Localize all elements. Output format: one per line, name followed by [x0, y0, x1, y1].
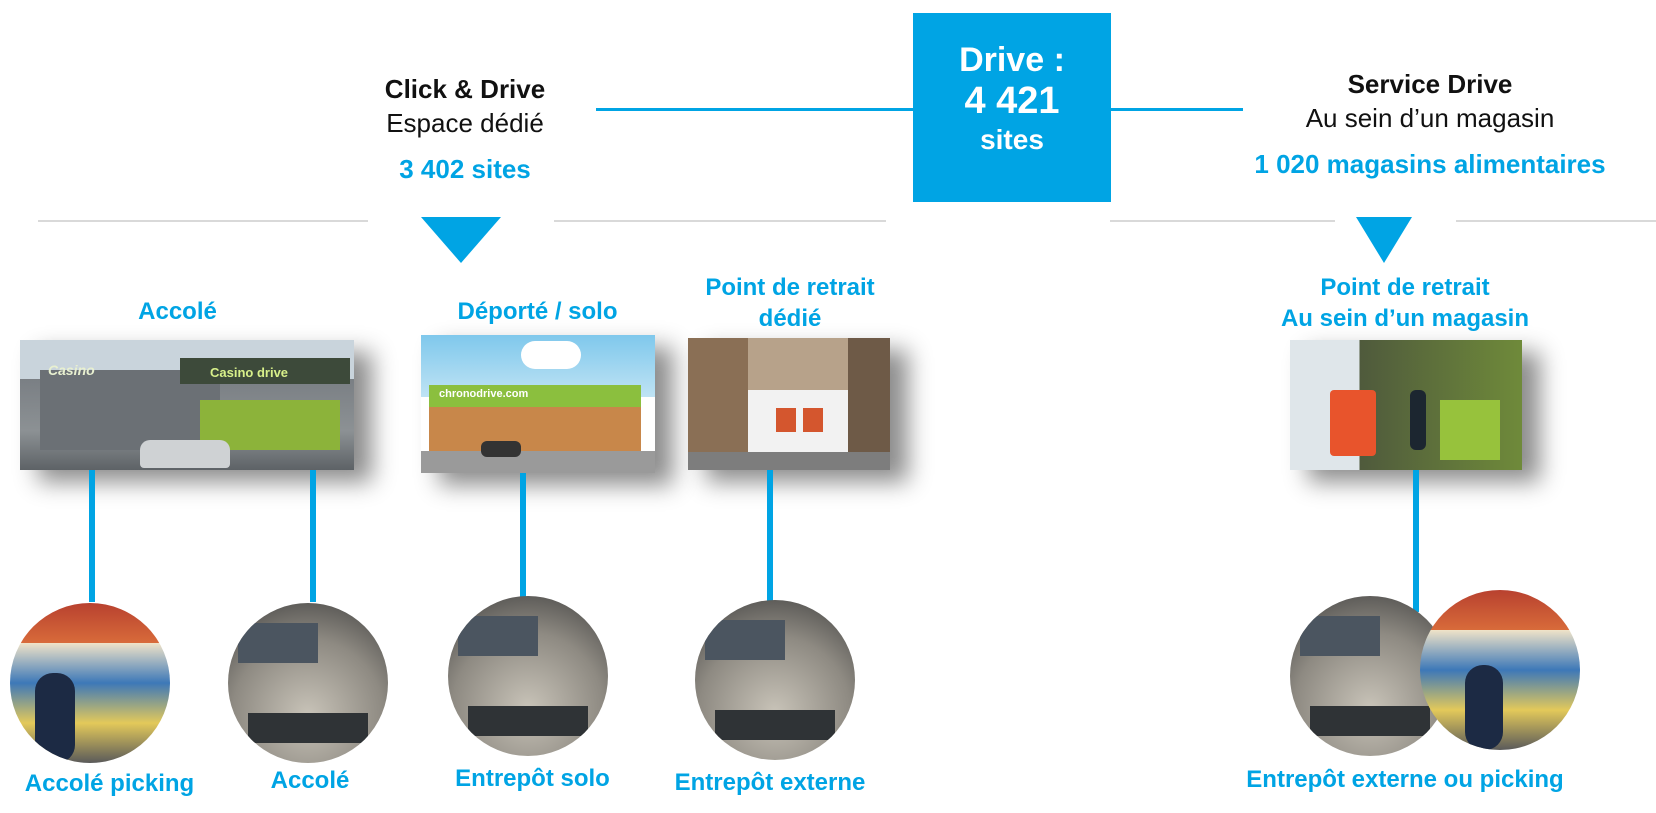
photo-warehouse-circle [448, 596, 608, 756]
click-drive-title: Click & Drive [384, 74, 546, 104]
click-drive-count: 3 402 sites [399, 154, 531, 184]
category-magasin: Point de retrait Au sein d’un magasin [1255, 272, 1555, 334]
label-externe-ou-picking: Entrepôt externe ou picking [1246, 766, 1564, 793]
photo-store-pickup [1290, 340, 1522, 470]
building-right [848, 338, 890, 470]
divider [1456, 220, 1656, 222]
category-retrait: Point de retrait dédié [680, 272, 900, 334]
person [1465, 665, 1503, 750]
ground [421, 451, 655, 473]
connector-vertical [89, 470, 95, 602]
direction-sign [1330, 390, 1376, 456]
label-accole: Accolé [270, 767, 350, 794]
person [1410, 390, 1426, 450]
shelf [1300, 616, 1380, 656]
shelf [238, 623, 318, 663]
photo-point-retrait [688, 338, 890, 470]
casino-sign: Casino [48, 362, 95, 378]
shelf [705, 620, 785, 660]
photo-chronodrive-solo: chronodrive.com [421, 335, 655, 473]
street [688, 452, 890, 470]
service-drive-header: Service Drive Au sein d’un magasin 1 020… [1200, 67, 1656, 181]
crates [248, 713, 368, 743]
crates [468, 706, 588, 736]
shop-front [748, 390, 848, 452]
building-left [688, 338, 748, 470]
service-drive-count: 1 020 magasins alimentaires [1254, 149, 1606, 179]
category-magasin-line2: Au sein d’un magasin [1280, 305, 1530, 332]
building-roof [429, 385, 641, 407]
cloud [521, 341, 581, 369]
category-retrait-line1: Point de retrait [705, 274, 875, 301]
connector-vertical [767, 470, 773, 602]
click-drive-subtitle: Espace dédié [386, 108, 544, 138]
divider [554, 220, 886, 222]
service-drive-subtitle: Au sein d’un magasin [1305, 103, 1555, 133]
connector-vertical [520, 473, 526, 603]
divider [1110, 220, 1335, 222]
category-magasin-line1: Point de retrait [1320, 274, 1490, 301]
label-entrepot-externe: Entrepôt externe [674, 769, 866, 796]
person [35, 673, 75, 763]
arrow-down-icon [421, 217, 501, 263]
connector-right [1111, 108, 1243, 111]
click-drive-header: Click & Drive Espace dédié 3 402 sites [320, 72, 610, 186]
car [481, 441, 521, 457]
divider [38, 220, 368, 222]
car [140, 440, 230, 468]
photo-picking-circle [10, 603, 170, 763]
arrow-down-icon [1356, 217, 1412, 263]
service-drive-title: Service Drive [1347, 69, 1513, 99]
label-entrepot-solo: Entrepôt solo [455, 765, 610, 792]
total-drive-box: Drive : 4 421 sites [913, 13, 1111, 202]
connector-vertical [310, 470, 316, 602]
shop-window [803, 408, 823, 432]
label-accole-picking: Accolé picking [24, 770, 195, 797]
total-drive-label: Drive : [959, 41, 1065, 79]
photo-picking-circle [1420, 590, 1580, 750]
crates [715, 710, 835, 740]
shop-window [776, 408, 796, 432]
total-drive-unit: sites [980, 124, 1044, 155]
category-retrait-line2: dédié [758, 305, 822, 332]
total-drive-value: 4 421 [964, 80, 1060, 122]
casino-drive-sign: Casino drive [210, 365, 289, 380]
category-deporte: Déporté / solo [457, 298, 618, 325]
connector-left [596, 108, 913, 111]
photo-warehouse-circle [228, 603, 388, 763]
photo-warehouse-circle [695, 600, 855, 760]
connector-vertical [1413, 470, 1419, 612]
crates [1310, 706, 1430, 736]
photo-casino-accole: Casino Casino drive [20, 340, 354, 470]
category-accole: Accolé [138, 298, 217, 325]
kiosk [1440, 400, 1500, 460]
drive-canopy [180, 358, 350, 384]
chrono-sign: chronodrive.com [439, 388, 529, 400]
shelf [458, 616, 538, 656]
